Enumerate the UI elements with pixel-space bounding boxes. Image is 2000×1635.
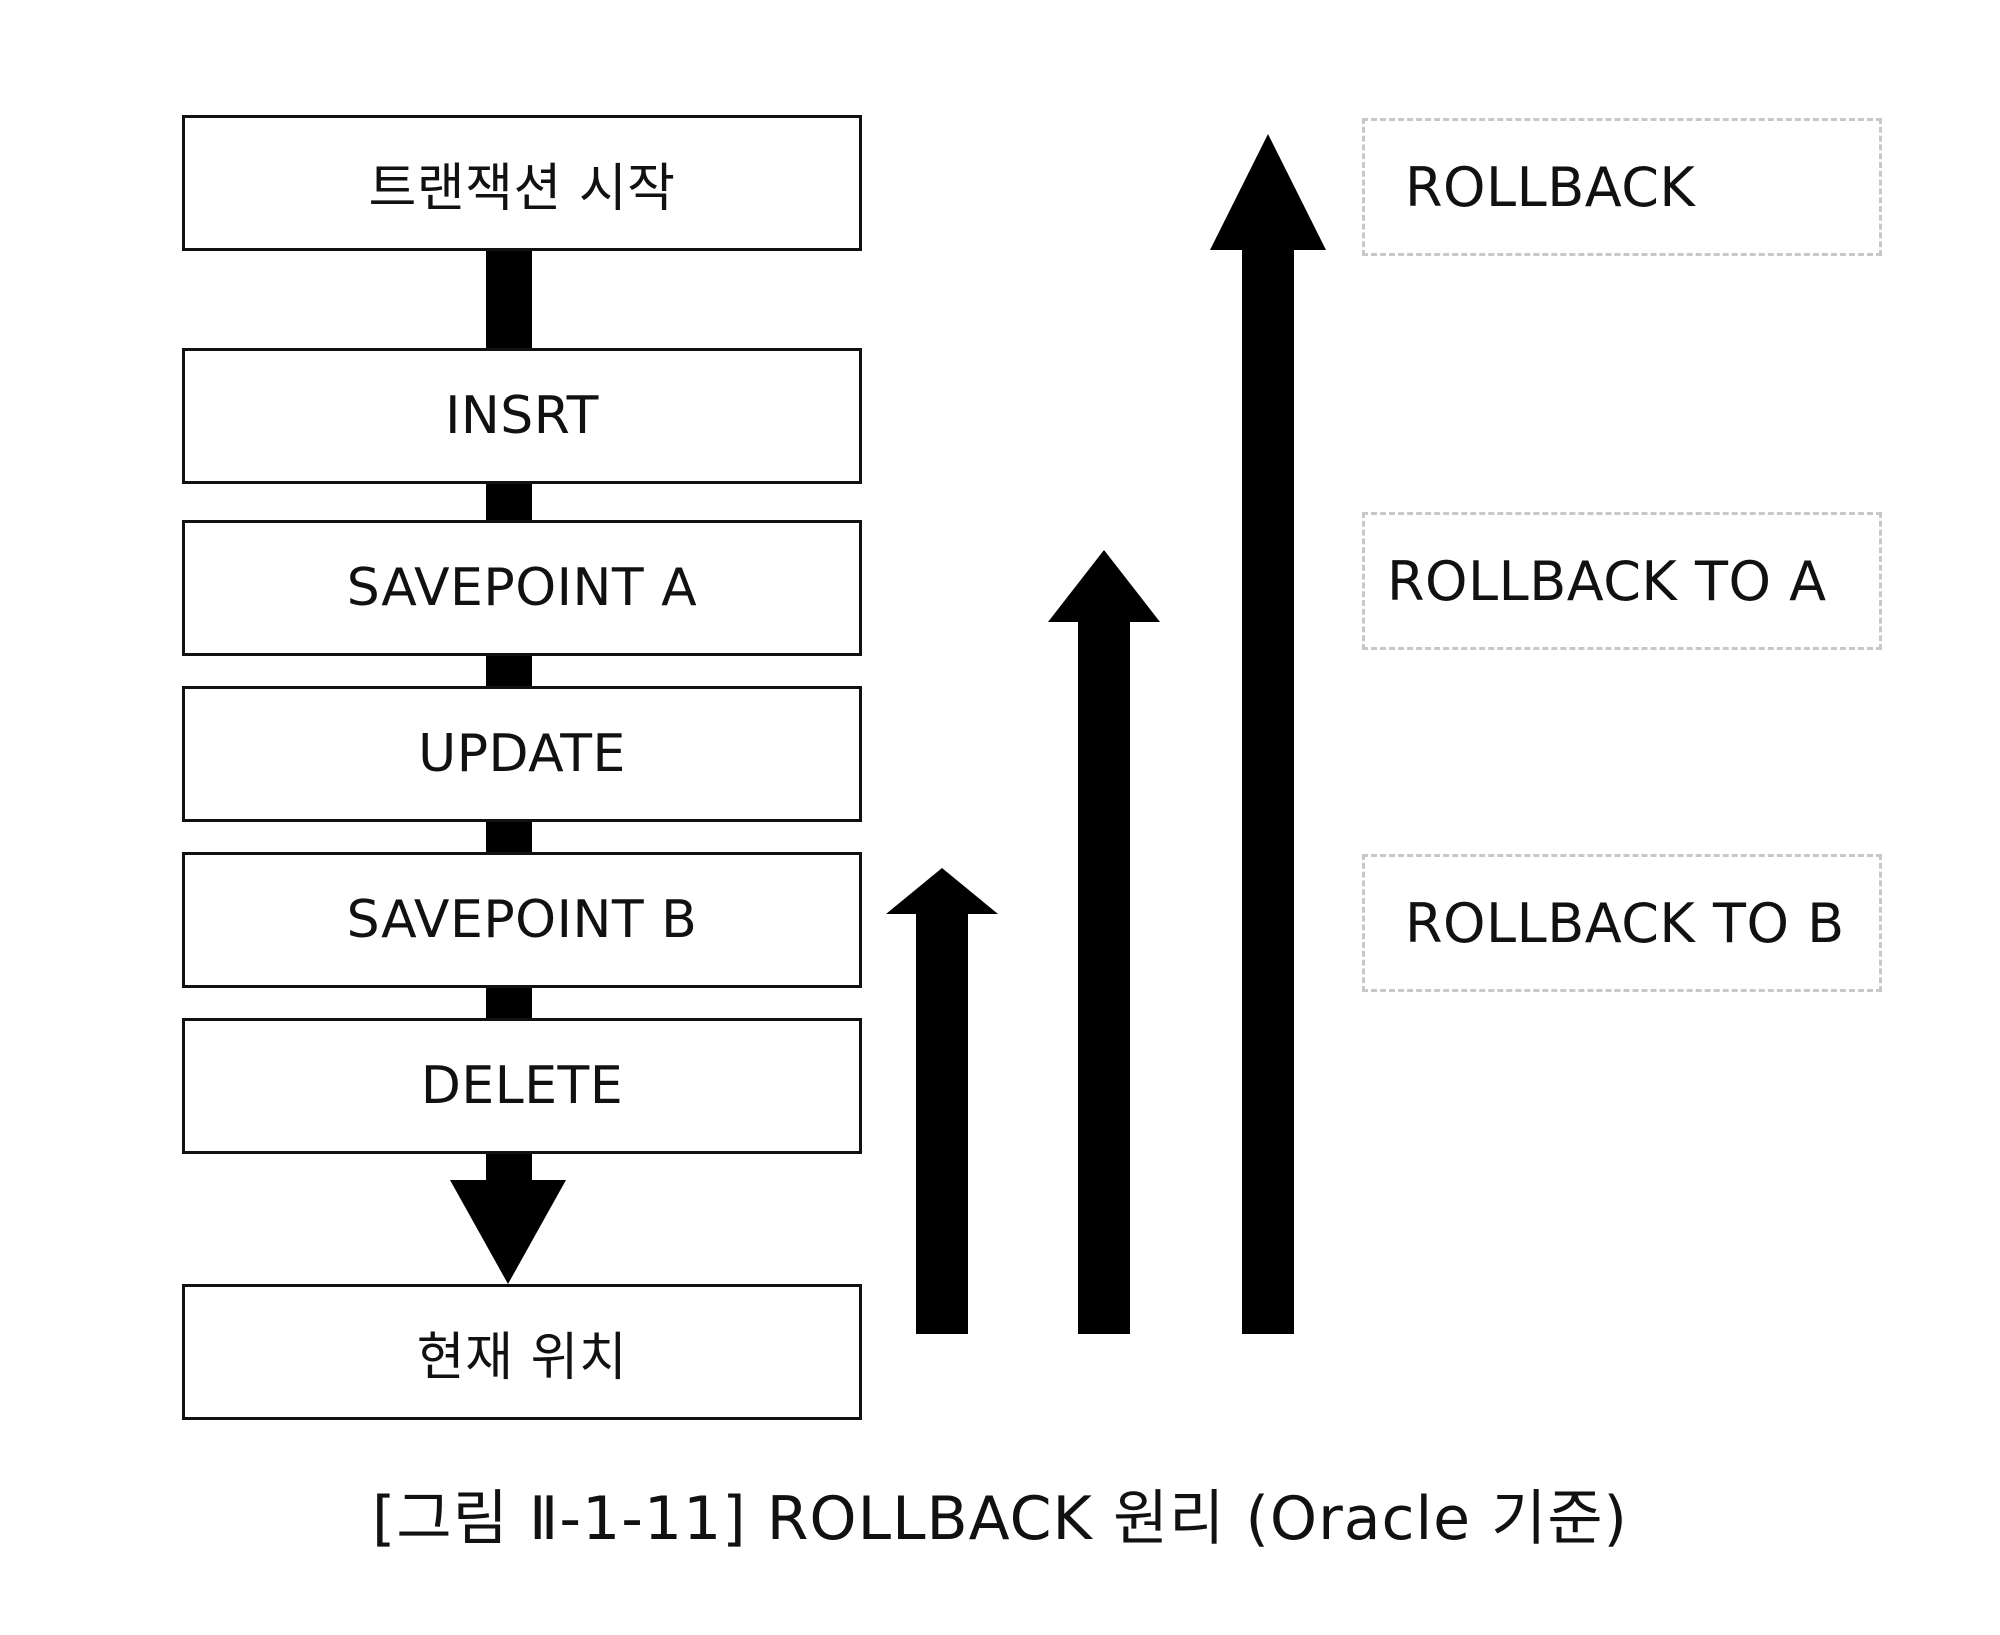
rollback-to-a-arrow-icon	[1048, 550, 1160, 1334]
step-label: 트랜잭션 시작	[368, 158, 676, 219]
step-savepoint-b: SAVEPOINT B	[182, 852, 862, 988]
flow-connector	[486, 251, 532, 348]
rollback-to-a-label-box: ROLLBACK TO A	[1362, 512, 1882, 650]
figure-caption: [그림 Ⅱ-1-11] ROLLBACK 원리 (Oracle 기준)	[372, 1484, 1628, 1554]
step-insert: INSRT	[182, 348, 862, 484]
rollback-to-a-label: ROLLBACK TO A	[1387, 549, 1827, 613]
step-label: SAVEPOINT B	[346, 890, 698, 950]
flow-connector	[486, 656, 532, 686]
rollback-arrow-icon	[1210, 134, 1326, 1334]
step-transaction-start: 트랜잭션 시작	[182, 115, 862, 251]
rollback-to-b-label: ROLLBACK TO B	[1405, 891, 1845, 955]
flow-connector	[486, 822, 532, 852]
rollback-to-b-arrow-icon	[886, 868, 998, 1334]
down-arrow-icon	[450, 1154, 566, 1284]
step-label: DELETE	[420, 1056, 624, 1116]
step-label: UPDATE	[418, 724, 626, 784]
step-update: UPDATE	[182, 686, 862, 822]
rollback-label-box: ROLLBACK	[1362, 118, 1882, 256]
flow-connector	[486, 484, 532, 520]
step-label: 현재 위치	[416, 1327, 628, 1388]
rollback-to-b-label-box: ROLLBACK TO B	[1362, 854, 1882, 992]
step-label: INSRT	[445, 386, 599, 446]
step-savepoint-a: SAVEPOINT A	[182, 520, 862, 656]
step-delete: DELETE	[182, 1018, 862, 1154]
rollback-label: ROLLBACK	[1405, 155, 1696, 219]
step-current-position: 현재 위치	[182, 1284, 862, 1420]
flow-connector	[486, 988, 532, 1018]
step-label: SAVEPOINT A	[346, 558, 698, 618]
